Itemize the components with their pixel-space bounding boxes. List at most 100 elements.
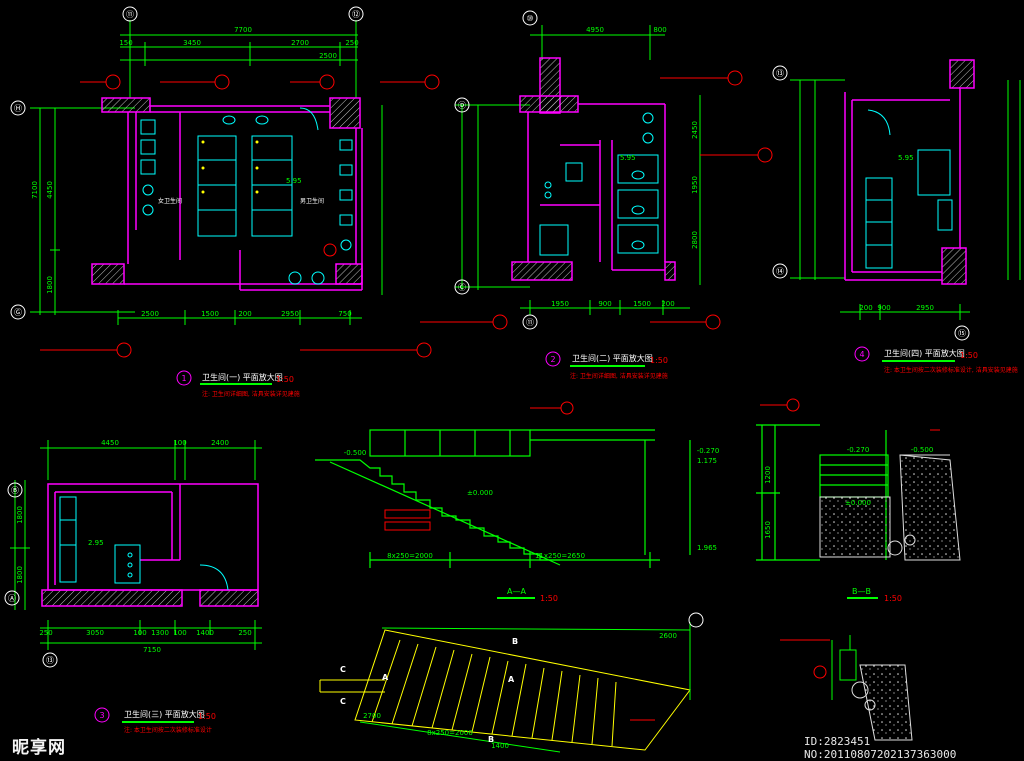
svg-text:4450: 4450	[101, 439, 119, 447]
svg-text:1500: 1500	[201, 310, 219, 318]
svg-text:1400: 1400	[491, 742, 509, 750]
svg-text:⑬: ⑬	[46, 656, 54, 665]
svg-text:1500: 1500	[633, 300, 651, 308]
axis-label: Ⓗ	[14, 104, 22, 113]
svg-text:-0.270: -0.270	[847, 446, 870, 454]
svg-text:900: 900	[598, 300, 611, 308]
plan-1-title: 卫生间(一) 平面放大图	[202, 372, 283, 382]
watermark-brand: 昵享网	[12, 738, 66, 758]
svg-text:B: B	[512, 637, 518, 646]
svg-text:100: 100	[173, 629, 186, 637]
svg-text:2450: 2450	[691, 121, 699, 139]
svg-text:1:50: 1:50	[198, 712, 216, 721]
svg-text:⑭: ⑭	[776, 267, 784, 276]
section-b-b-title: B—B	[852, 587, 871, 596]
svg-text:Ⓐ: Ⓐ	[8, 594, 16, 603]
wall-detail	[780, 635, 913, 741]
svg-text:4950: 4950	[586, 26, 604, 34]
svg-text:11x250=2650: 11x250=2650	[535, 552, 585, 560]
svg-text:5.95: 5.95	[286, 177, 302, 185]
svg-text:250: 250	[238, 629, 251, 637]
svg-text:2800: 2800	[691, 231, 699, 249]
svg-text:女卫生间: 女卫生间	[158, 197, 182, 205]
section-b-b: 1200 1650 -0.270 -0.500 ±0.000 B—B 1:50	[756, 398, 961, 603]
svg-text:1800: 1800	[16, 506, 24, 524]
svg-text:Ⓒ: Ⓒ	[458, 283, 466, 292]
svg-text:2950: 2950	[916, 304, 934, 312]
plan-1-toilet: ⑪ ⑫ Ⓗ Ⓖ 150 3450 2700 250 7700 2500 2500…	[10, 6, 440, 398]
svg-text:B: B	[488, 735, 494, 744]
svg-text:2500: 2500	[319, 52, 337, 60]
svg-text:900: 900	[877, 304, 890, 312]
svg-text:1:50: 1:50	[540, 594, 558, 603]
svg-text:2600: 2600	[659, 632, 677, 640]
plan-4-title: 卫生间(四) 平面放大图	[884, 348, 965, 358]
svg-text:3450: 3450	[183, 39, 201, 47]
svg-text:100: 100	[133, 629, 146, 637]
svg-text:2500: 2500	[141, 310, 159, 318]
svg-text:7700: 7700	[234, 26, 252, 34]
svg-text:-0.500: -0.500	[344, 449, 367, 457]
axis-label: ⑫	[352, 10, 360, 19]
axis-label: Ⓖ	[14, 308, 22, 317]
svg-text:1.965: 1.965	[697, 544, 717, 552]
svg-text:2700: 2700	[363, 712, 381, 720]
svg-text:1300: 1300	[151, 629, 169, 637]
svg-text:200: 200	[661, 300, 674, 308]
svg-text:5.95: 5.95	[898, 154, 914, 162]
section-a-a-title: A—A	[507, 587, 526, 596]
svg-text:1:50: 1:50	[276, 375, 294, 384]
svg-text:男卫生间: 男卫生间	[300, 197, 324, 205]
svg-text:±0.000: ±0.000	[467, 489, 493, 497]
plan-2-toilet: ⑩ Ⓓ Ⓒ ⑪ 4950 800 1950 900 1500 200 2450 …	[420, 10, 773, 380]
svg-text:C: C	[340, 665, 346, 674]
svg-text:7100: 7100	[31, 181, 39, 199]
svg-text:Ⓓ: Ⓓ	[458, 101, 466, 110]
svg-text:注: 本卫生间按二次装修标准设计, 洁具安装见建施: 注: 本卫生间按二次装修标准设计, 洁具安装见建施	[884, 366, 1018, 374]
svg-text:1: 1	[181, 374, 186, 383]
svg-text:2.95: 2.95	[88, 539, 104, 547]
svg-text:750: 750	[338, 310, 351, 318]
svg-text:200: 200	[238, 310, 251, 318]
svg-text:100: 100	[173, 439, 186, 447]
svg-text:1:50: 1:50	[884, 594, 902, 603]
plan-2-title: 卫生间(二) 平面放大图	[572, 353, 653, 363]
svg-text:⑪: ⑪	[526, 318, 534, 327]
svg-text:1200: 1200	[764, 466, 772, 484]
watermark-id: ID:2823451 NO:20110807202137363000	[804, 735, 957, 761]
svg-text:250: 250	[345, 39, 358, 47]
svg-text:8x250=2000: 8x250=2000	[427, 729, 473, 737]
svg-text:1950: 1950	[551, 300, 569, 308]
svg-text:2700: 2700	[291, 39, 309, 47]
svg-text:3050: 3050	[86, 629, 104, 637]
svg-text:C: C	[340, 697, 346, 706]
svg-text:注: 卫生间详细图, 洁具安装详见建施: 注: 卫生间详细图, 洁具安装详见建施	[202, 390, 300, 398]
svg-text:⑬: ⑬	[776, 69, 784, 78]
svg-text:2950: 2950	[281, 310, 299, 318]
svg-text:4: 4	[859, 350, 864, 359]
svg-text:1400: 1400	[196, 629, 214, 637]
svg-text:-0.270: -0.270	[697, 447, 720, 455]
svg-text:1650: 1650	[764, 521, 772, 539]
svg-text:2400: 2400	[211, 439, 229, 447]
svg-text:3: 3	[99, 711, 104, 720]
svg-text:1950: 1950	[691, 176, 699, 194]
plan-3-toilet: ⑬ Ⓐ Ⓑ 4450 100 2400 250 3050 100 1300 10…	[4, 439, 262, 734]
svg-text:1.175: 1.175	[697, 457, 717, 465]
svg-text:±0.000: ±0.000	[845, 499, 871, 507]
section-a-a: 8x250=2000 11x250=2650 -0.500 -0.270 ±0.…	[315, 401, 720, 603]
svg-text:2: 2	[550, 355, 555, 364]
svg-text:1800: 1800	[16, 566, 24, 584]
svg-text:7150: 7150	[143, 646, 161, 654]
svg-text:Ⓑ: Ⓑ	[11, 486, 19, 495]
svg-text:注: 卫生间详细图, 洁具安装详见建施: 注: 卫生间详细图, 洁具安装详见建施	[570, 372, 668, 380]
svg-text:⑩: ⑩	[526, 14, 533, 23]
plan-4-toilet: ⑬ ⑭ ⑮ 200 900 2950 5.95	[772, 59, 1021, 374]
svg-text:8x250=2000: 8x250=2000	[387, 552, 433, 560]
stair-plan: A A B B C C 2700 8x250=2000 1400 2600	[319, 612, 704, 753]
plan-3-title: 卫生间(三) 平面放大图	[124, 709, 205, 719]
svg-text:A: A	[382, 673, 389, 682]
svg-text:1:50: 1:50	[650, 356, 668, 365]
axis-label: ⑪	[126, 10, 134, 19]
